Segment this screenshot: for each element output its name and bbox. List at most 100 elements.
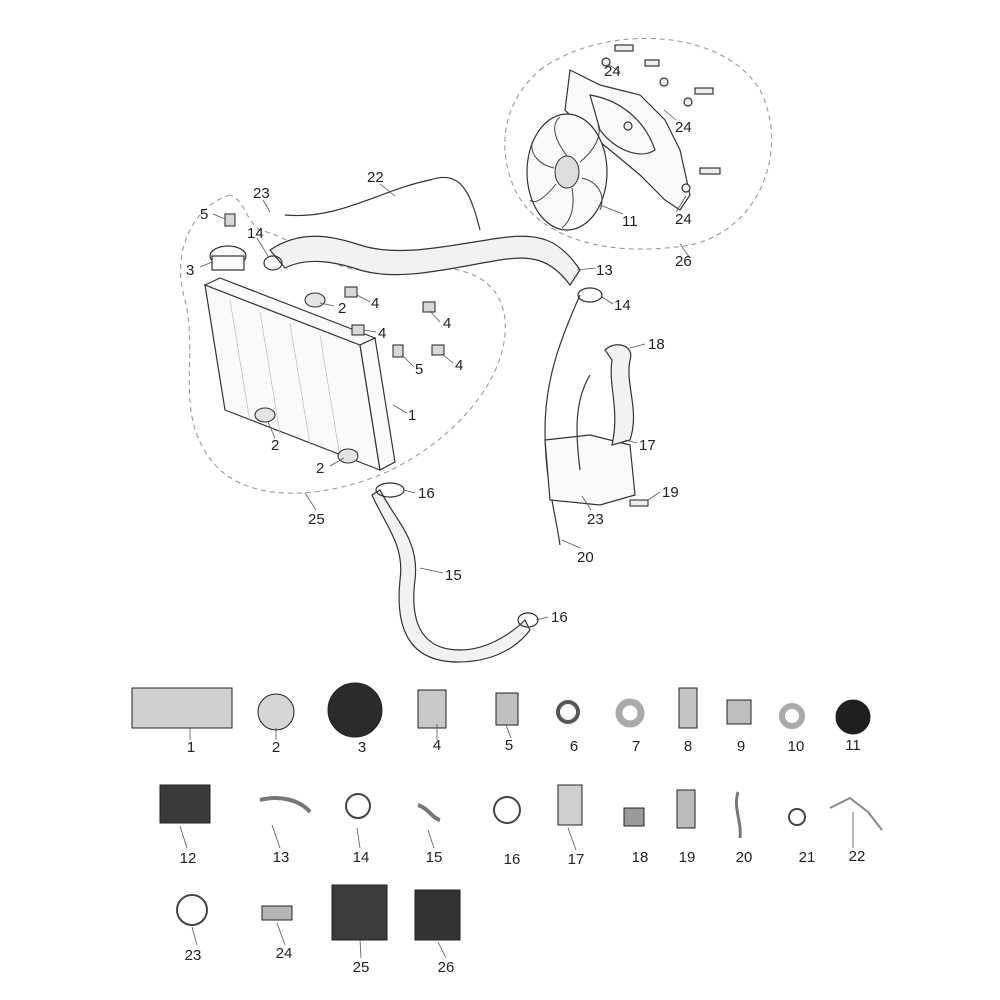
callout-20: 20 xyxy=(577,549,594,566)
callout-14: 14 xyxy=(614,297,631,314)
legend-label-14: 14 xyxy=(353,849,370,866)
callout-5: 5 xyxy=(415,361,423,378)
callout-4: 4 xyxy=(371,295,379,312)
legend-label-13: 13 xyxy=(273,849,290,866)
callout-14: 14 xyxy=(247,225,264,242)
legend-label-3: 3 xyxy=(358,739,366,756)
bolt-19-thumb xyxy=(676,789,696,829)
fan-assembly-outline-26 xyxy=(504,37,773,250)
legend-label-4: 4 xyxy=(433,737,441,754)
hose-18-thumb xyxy=(623,807,645,827)
coolant-reservoir xyxy=(544,344,649,507)
legend-label-12: 12 xyxy=(180,850,197,867)
legend-label-2: 2 xyxy=(272,739,280,756)
legend-label-18: 18 xyxy=(632,849,649,866)
callout-24: 24 xyxy=(675,211,692,228)
hose-22b-thumb xyxy=(829,796,883,831)
callout-3: 3 xyxy=(186,262,194,279)
hose-20-thumb xyxy=(734,791,742,839)
legend-label-22: 22 xyxy=(849,848,866,865)
callout-2: 2 xyxy=(271,437,279,454)
reservoir-hose-20 xyxy=(544,294,581,546)
legend-label-10: 10 xyxy=(788,738,805,755)
legend-leaders xyxy=(179,724,854,959)
callout-24: 24 xyxy=(604,63,621,80)
cooling-fan xyxy=(526,113,608,231)
callout-16: 16 xyxy=(418,485,435,502)
legend-label-19: 19 xyxy=(679,849,696,866)
legend-label-26: 26 xyxy=(438,959,455,976)
cap-thumb xyxy=(327,682,383,738)
legend-label-15: 15 xyxy=(426,849,443,866)
legend-label-7: 7 xyxy=(632,738,640,755)
legend-label-1: 1 xyxy=(187,739,195,756)
grommets xyxy=(254,292,359,464)
legend-thumbnails xyxy=(131,682,883,941)
screw-thumb xyxy=(726,699,752,725)
callout-23: 23 xyxy=(587,511,604,528)
callout-4: 4 xyxy=(455,357,463,374)
callout-2: 2 xyxy=(338,300,346,317)
spring-washer-thumb xyxy=(556,700,580,724)
clamp-23-thumb xyxy=(176,894,208,926)
legend-label-20: 20 xyxy=(736,849,753,866)
legend-label-25: 25 xyxy=(353,959,370,976)
callout-17: 17 xyxy=(639,437,656,454)
radiator-thumb xyxy=(131,687,233,729)
hose-15-thumb xyxy=(417,803,441,822)
callout-13: 13 xyxy=(596,262,613,279)
lower-hose-15 xyxy=(371,489,531,663)
clamp-14-thumb xyxy=(345,793,371,819)
legend-label-24: 24 xyxy=(276,945,293,962)
callout-19: 19 xyxy=(662,484,679,501)
callout-18: 18 xyxy=(648,336,665,353)
radiator-assembly-outline-25 xyxy=(180,194,506,494)
hose-22-thumb xyxy=(259,796,312,814)
radiator-assembly-thumb xyxy=(331,884,388,941)
callout-24: 24 xyxy=(675,119,692,136)
callout-23: 23 xyxy=(253,185,270,202)
callout-26: 26 xyxy=(675,253,692,270)
callout-22: 22 xyxy=(367,169,384,186)
legend-label-11: 11 xyxy=(845,737,861,754)
legend-label-16: 16 xyxy=(504,851,521,868)
radiator-core xyxy=(203,277,396,471)
fan-bolts xyxy=(601,44,721,193)
fastener-thumb xyxy=(495,692,519,726)
fan-thumb xyxy=(835,699,871,735)
radiator-cap xyxy=(209,245,247,271)
upper-hose-13 xyxy=(269,235,581,287)
reservoir-thumb xyxy=(557,784,583,826)
legend-label-21: 21 xyxy=(799,849,816,866)
legend-label-5: 5 xyxy=(505,737,513,754)
washer-24-thumb xyxy=(261,905,293,921)
fan-assembly-thumb xyxy=(414,889,461,941)
washer-thumb xyxy=(615,698,645,728)
callout-1: 1 xyxy=(408,407,416,424)
callout-16: 16 xyxy=(551,609,568,626)
clamp-21-thumb xyxy=(788,808,806,826)
callout-25: 25 xyxy=(308,511,325,528)
shroud-thumb xyxy=(159,784,211,824)
callout-labels: 1 2 2 2 3 4 4 4 4 5 5 11 13 14 14 15 16 … xyxy=(186,63,692,626)
bolt-thumb xyxy=(678,687,698,729)
callout-5: 5 xyxy=(200,206,208,223)
clip-thumb xyxy=(417,689,447,729)
callout-15: 15 xyxy=(445,567,462,584)
flat-washer-thumb xyxy=(779,703,805,729)
legend-numbers: 1 2 3 4 5 6 7 8 9 10 11 12 13 14 15 16 1… xyxy=(180,737,866,976)
callout-2: 2 xyxy=(316,460,324,477)
legend-label-6: 6 xyxy=(570,738,578,755)
grommet-thumb xyxy=(257,693,295,731)
leader-lines xyxy=(199,63,691,621)
callout-4: 4 xyxy=(443,315,451,332)
clips xyxy=(224,213,445,358)
legend-label-23: 23 xyxy=(185,947,202,964)
overflow-hose-22 xyxy=(284,176,481,231)
legend-label-9: 9 xyxy=(737,738,745,755)
legend-label-8: 8 xyxy=(684,738,692,755)
legend-label-17: 17 xyxy=(568,851,585,868)
callout-11: 11 xyxy=(622,213,638,230)
clamp-16-thumb xyxy=(493,796,521,824)
